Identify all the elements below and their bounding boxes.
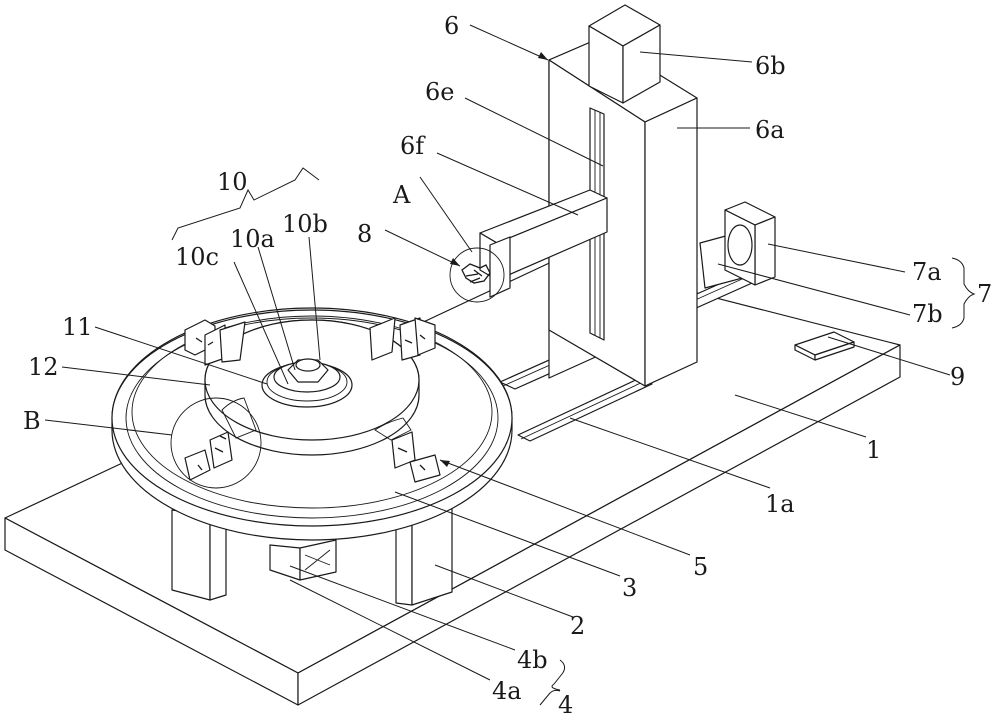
label-7b: 7b xyxy=(912,300,943,328)
label-7: 7 xyxy=(977,280,992,308)
label-12: 12 xyxy=(28,353,59,381)
label-6a: 6a xyxy=(755,116,785,144)
label-11: 11 xyxy=(62,313,93,341)
label-8: 8 xyxy=(357,220,372,248)
label-10: 10 xyxy=(217,168,248,196)
label-4a: 4a xyxy=(492,677,522,705)
label-2: 2 xyxy=(570,612,585,640)
label-1a: 1a xyxy=(765,490,795,518)
label-5: 5 xyxy=(693,553,708,581)
label-10a: 10a xyxy=(230,225,275,253)
label-10c: 10c xyxy=(175,243,219,271)
label-3: 3 xyxy=(622,574,637,602)
label-9: 9 xyxy=(950,363,965,391)
label-4: 4 xyxy=(558,691,573,719)
label-10b: 10b xyxy=(282,210,328,238)
label-4b: 4b xyxy=(517,646,548,674)
label-6f: 6f xyxy=(400,132,426,160)
label-b: B xyxy=(23,407,41,435)
label-a: A xyxy=(392,181,411,209)
rotary-table xyxy=(112,308,512,540)
label-7a: 7a xyxy=(912,258,942,286)
label-1: 1 xyxy=(866,436,881,464)
lifting-column xyxy=(549,5,697,386)
horizontal-drive xyxy=(700,202,775,288)
label-6: 6 xyxy=(444,12,459,40)
label-6b: 6b xyxy=(755,52,786,80)
label-6e: 6e xyxy=(425,78,454,106)
